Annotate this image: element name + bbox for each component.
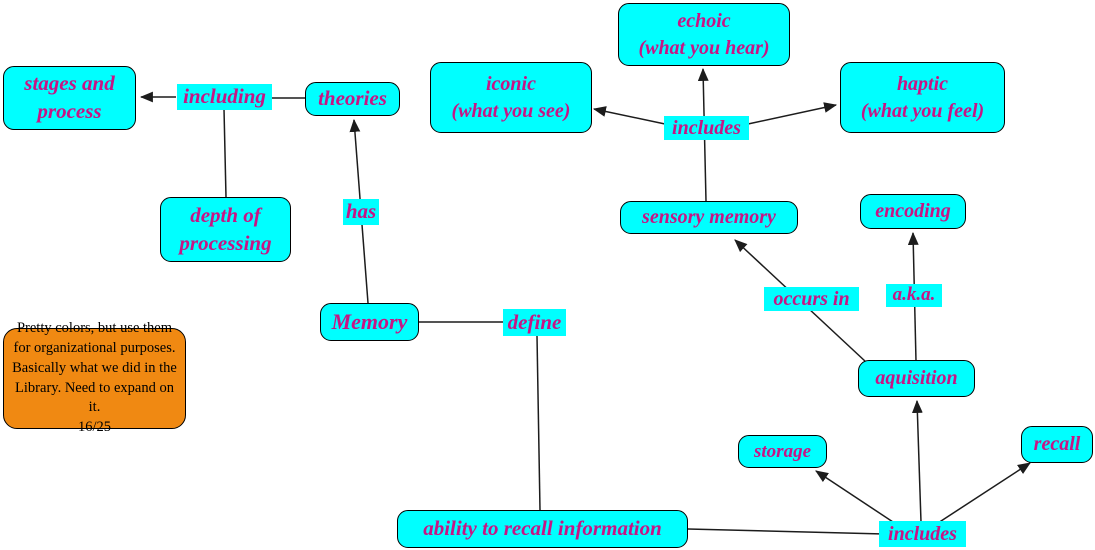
node-recall[interactable]: recall <box>1021 426 1093 463</box>
edge-ability-includes <box>687 528 885 535</box>
node-memory[interactable]: Memory <box>320 303 419 341</box>
edge-including-depth <box>223 108 227 198</box>
node-ability-to-recall-information[interactable]: ability to recall information <box>397 510 688 548</box>
edge-define-ability <box>536 335 541 511</box>
node-stages-and-process[interactable]: stages and process <box>3 66 136 130</box>
link-label-has[interactable]: has <box>343 199 379 225</box>
node-iconic[interactable]: iconic (what you see) <box>430 62 592 133</box>
link-label-including[interactable]: including <box>177 84 272 110</box>
edge-includes-haptic <box>747 102 838 125</box>
node-sensory-memory[interactable]: sensory memory <box>620 201 798 234</box>
node-aquisition[interactable]: aquisition <box>858 360 975 397</box>
node-encoding[interactable]: encoding <box>860 194 966 229</box>
node-haptic[interactable]: haptic (what you feel) <box>840 62 1005 133</box>
link-label-aka[interactable]: a.k.a. <box>886 284 942 307</box>
edge-includes-storage <box>815 470 894 523</box>
link-label-includes-top[interactable]: includes <box>664 116 749 140</box>
annotation-note[interactable]: Pretty colors, but use them for organiza… <box>3 320 186 435</box>
edge-includes-aquisition <box>911 399 923 523</box>
node-theories[interactable]: theories <box>305 82 400 116</box>
edge-includes-recall <box>937 462 1031 524</box>
edge-includes-iconic <box>592 106 666 125</box>
link-label-define[interactable]: define <box>503 309 566 336</box>
node-depth-of-processing[interactable]: depth of processing <box>160 197 291 262</box>
link-label-occurs-in[interactable]: occurs in <box>764 287 859 311</box>
node-echoic[interactable]: echoic (what you hear) <box>618 3 790 66</box>
node-storage[interactable]: storage <box>738 435 827 468</box>
link-label-includes-bottom[interactable]: includes <box>879 521 966 547</box>
